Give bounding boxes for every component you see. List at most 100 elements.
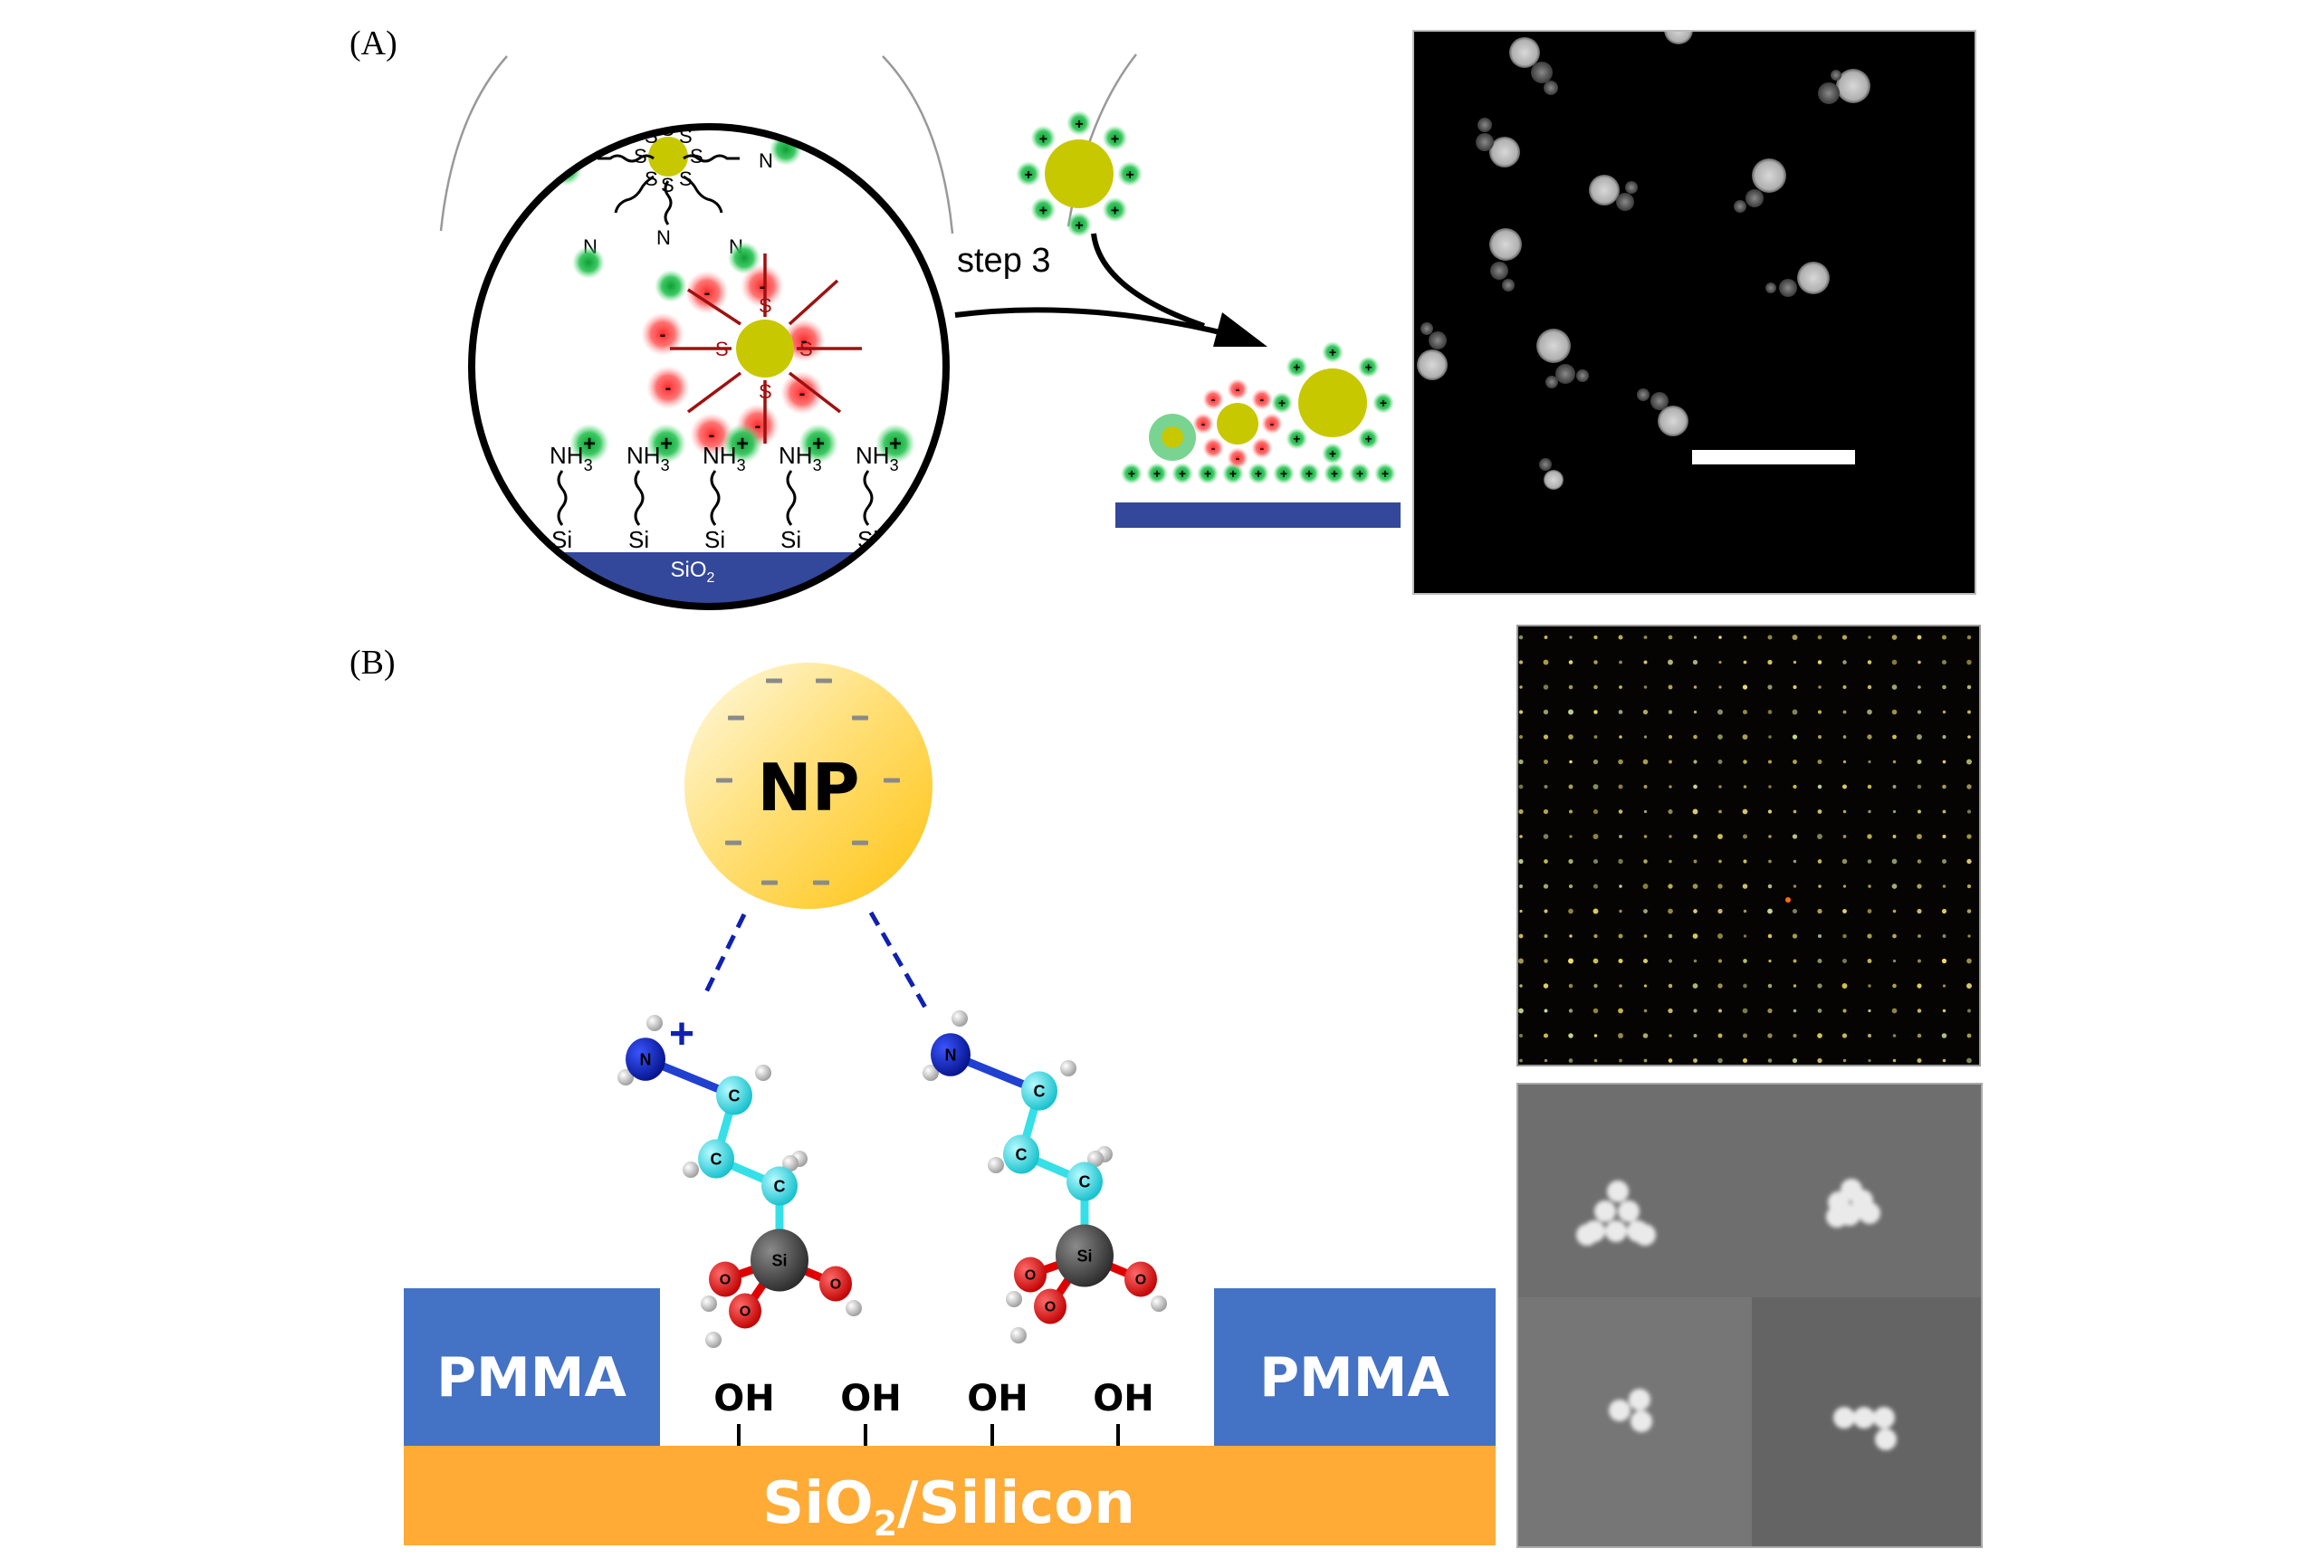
cluster-particle [1607, 1181, 1629, 1202]
array-spot [1767, 760, 1773, 764]
array-spot [1742, 1008, 1748, 1014]
zoom-guide-arc-right [882, 55, 954, 234]
array-spot [1518, 1033, 1524, 1038]
interaction-dash-left [702, 913, 747, 998]
sem-small-particle [1555, 364, 1575, 384]
array-spot [1593, 1034, 1598, 1037]
sem-small-particle [1476, 133, 1494, 151]
silicon-atom [751, 1229, 808, 1292]
array-spot [1917, 635, 1922, 640]
array-spot [1817, 759, 1822, 765]
array-spot [1917, 884, 1922, 889]
array-spot [1643, 785, 1648, 789]
array-spot [1966, 909, 1972, 913]
array-spot [1967, 710, 1971, 714]
array-spot [1668, 808, 1673, 815]
sem-small-particle [1765, 282, 1776, 293]
positive-sign: + [1293, 359, 1300, 374]
array-spot [1767, 884, 1773, 889]
positive-charge-glow [1286, 427, 1308, 450]
array-spot [1841, 858, 1848, 865]
array-spot [1867, 684, 1872, 690]
array-spot [1767, 1058, 1773, 1063]
array-spot [1518, 808, 1524, 815]
array-spot [1966, 983, 1972, 989]
array-spot [1668, 635, 1673, 640]
array-spot [1892, 835, 1897, 838]
array-spot [1668, 684, 1673, 690]
array-spot [1767, 809, 1773, 814]
positive-charge-glow [722, 424, 762, 464]
array-spot [1592, 858, 1599, 865]
array-spot [1841, 784, 1848, 789]
oxygen-label: O [1135, 1273, 1146, 1288]
sem-small-particle [1429, 331, 1447, 349]
free-cationic-nanoparticle: ++++++++ [1016, 110, 1143, 237]
array-spot [1867, 1033, 1872, 1038]
array-spot [1693, 1058, 1698, 1063]
cluster-particle [1634, 1224, 1656, 1246]
positive-charge-glow [1197, 463, 1219, 484]
array-spot [1543, 808, 1549, 815]
carbon-label: C [729, 1086, 741, 1104]
array-spot [1568, 734, 1573, 740]
array-spot [1693, 1009, 1698, 1013]
negative-sign: - [760, 277, 766, 297]
array-spot [1642, 709, 1649, 715]
array-spot [1618, 710, 1623, 714]
array-spot [1643, 685, 1648, 689]
darkfield-dots [1518, 635, 1972, 1064]
array-spot [1693, 1034, 1698, 1037]
array-spot [1891, 858, 1898, 865]
sem-large-particle [1658, 406, 1688, 436]
array-spot [1543, 659, 1549, 665]
array-spot [1742, 1033, 1748, 1038]
cluster-particle [1875, 1429, 1897, 1450]
positive-charge-glow [1172, 463, 1193, 484]
array-spot [1768, 835, 1772, 838]
sem-small-particle [1544, 81, 1558, 95]
negative-charge-glow [1250, 388, 1273, 411]
array-spot [1818, 685, 1822, 689]
hydrogen-atom [782, 1155, 799, 1171]
pmma-left [404, 1288, 660, 1446]
nanoparticle-clusters [1576, 1179, 1897, 1450]
array-spot [1668, 734, 1673, 740]
array-spot [1867, 660, 1872, 664]
array-spot [1842, 710, 1847, 714]
array-spot [1817, 809, 1822, 814]
array-spot [1892, 1034, 1897, 1037]
array-spot [1619, 1058, 1622, 1063]
sem-large-particle [1489, 137, 1520, 167]
array-spot [1966, 884, 1972, 889]
array-spot [1817, 1057, 1822, 1064]
array-spot [1867, 909, 1872, 913]
array-spot [1792, 734, 1798, 740]
array-spot [1768, 859, 1772, 864]
array-spot [1892, 959, 1897, 963]
positive-charge-sign: + [669, 1010, 694, 1058]
array-spot [1966, 834, 1972, 839]
sulfur-label: S [759, 380, 772, 403]
array-spot [1743, 983, 1747, 989]
array-spot [1568, 784, 1573, 789]
oxygen-label: O [720, 1273, 731, 1288]
positive-charge-glow [1322, 341, 1344, 363]
cluster-particle [1853, 1407, 1875, 1429]
sem-large-particle [1664, 32, 1693, 44]
positive-charge-glow [1357, 356, 1380, 378]
negative-sign: - [1260, 392, 1265, 406]
array-spot [1918, 660, 1921, 664]
array-spot [1817, 908, 1822, 914]
positive-sign: + [1305, 466, 1313, 481]
darkfield-image [1516, 625, 1981, 1066]
positive-sign: + [1280, 466, 1287, 481]
deposited-assembly: +++++++++++--------++++++++ [1121, 341, 1396, 484]
array-spot [1643, 735, 1648, 739]
array-spot [1718, 660, 1722, 664]
array-spot [1793, 684, 1797, 690]
sem-small-particle [1531, 62, 1553, 83]
sem-large-particle [1417, 349, 1448, 380]
nanoparticle [684, 663, 932, 909]
array-spot [1868, 1009, 1871, 1013]
